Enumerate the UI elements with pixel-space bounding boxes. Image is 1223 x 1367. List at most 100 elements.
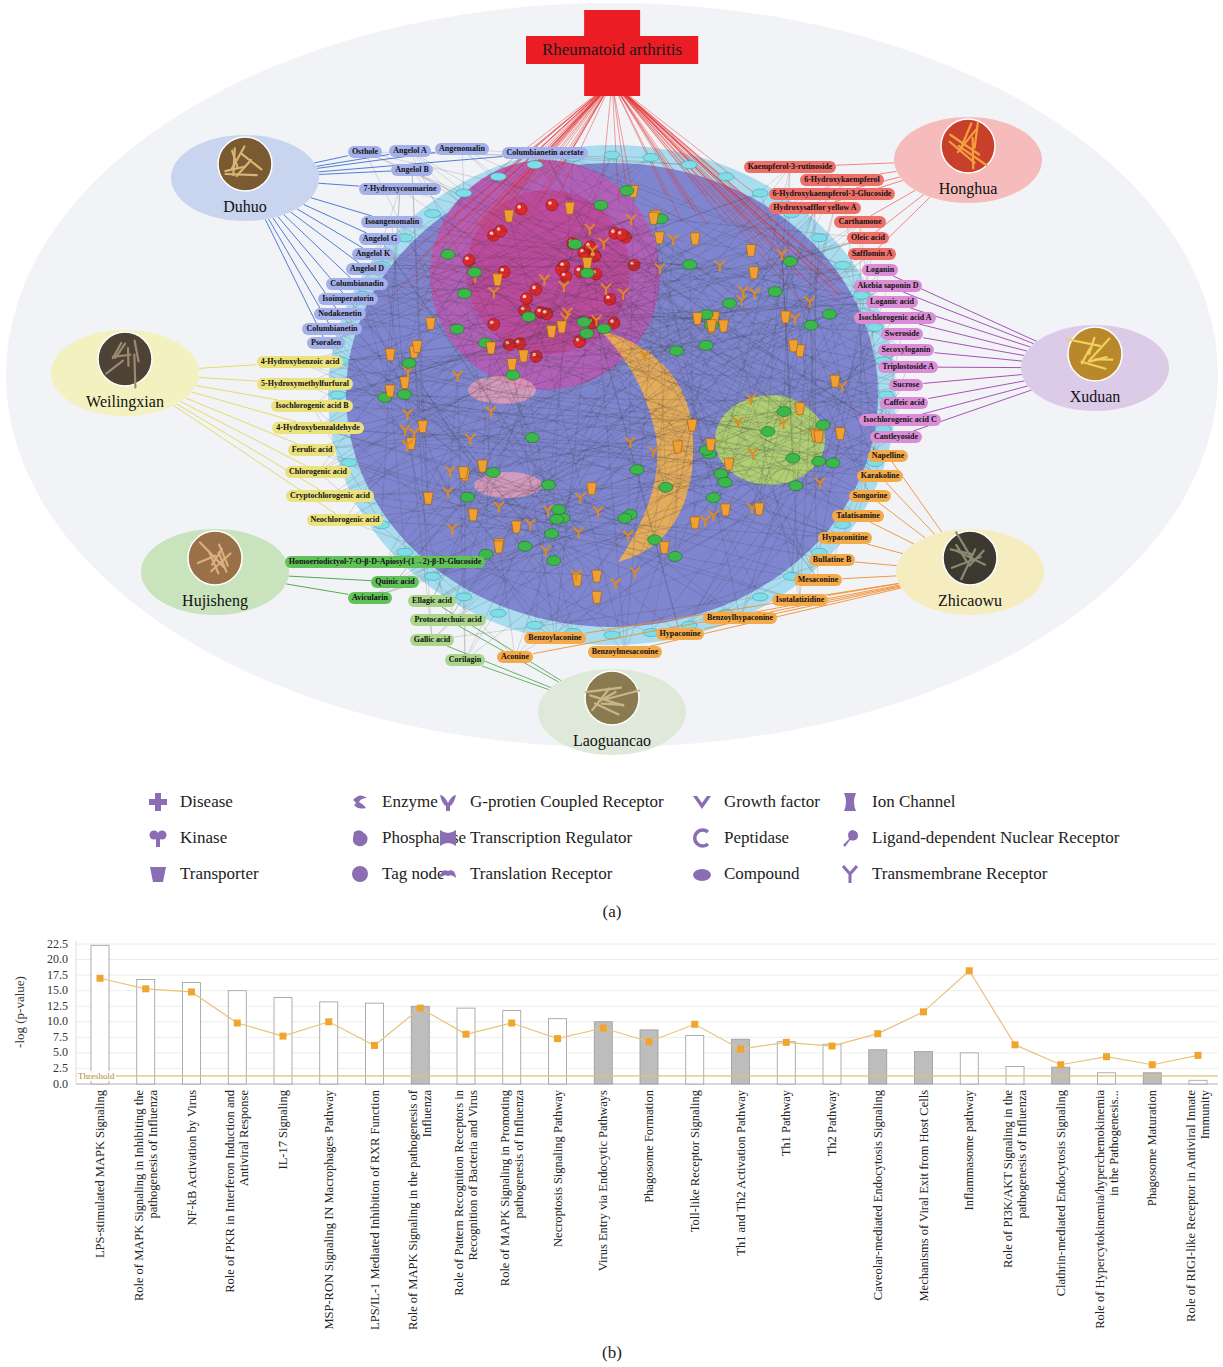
kinase-symbol: [655, 263, 665, 274]
interaction-line: [593, 250, 625, 652]
disease-name: Rheumatoid arthritis: [542, 40, 682, 60]
compound-name: Columbianetin acetate: [506, 148, 583, 158]
interaction-line: [470, 439, 729, 464]
axis-title: -log (p-value): [12, 976, 28, 1048]
interaction-line: [385, 397, 796, 485]
membrane-symbol: [456, 189, 472, 197]
kinase-symbol: [543, 505, 553, 516]
interaction-line: [392, 222, 593, 250]
subfigure-label-box: (b): [602, 1343, 622, 1363]
herb-name: Honghua: [939, 180, 998, 198]
herb-compound-link: [923, 375, 1022, 384]
herb-compound-link: [265, 219, 323, 337]
interaction-line: [448, 254, 532, 437]
highlight-dot: [523, 295, 527, 299]
compound-name: Isotalatizidine: [776, 595, 824, 605]
threshold-line: [76, 1075, 1218, 1076]
pathway-label: Role of RIGI-like Receptor in Antiviral …: [1184, 1090, 1212, 1330]
pathway-label: Role of MAPK Signaling in the pathogenes…: [406, 1090, 434, 1330]
pathway-label-box: Role of Hypercytokinemia/hyperchemokinem…: [1093, 1090, 1121, 1330]
compound-name: Angelol D: [350, 264, 384, 274]
axis-tick-box: 22.5: [47, 937, 68, 952]
disease-target-line: [475, 82, 612, 226]
pathway-label: Role of MAPK Signaling in Inhibiting the…: [132, 1090, 160, 1330]
interaction-line: [597, 320, 680, 634]
legend-text: Transcription Regulator: [470, 828, 632, 848]
receptor-symbol: [649, 212, 659, 224]
grid-line: [76, 1006, 1218, 1007]
interaction-line: [630, 327, 711, 515]
interaction-line: [300, 250, 751, 362]
enzyme-symbol: [547, 556, 561, 566]
enzyme-symbol: [580, 268, 594, 278]
pathway-label-box: NF-kB Activation by Virus: [185, 1090, 199, 1330]
receptor-symbol: [418, 421, 428, 433]
enzyme-symbol: [812, 456, 826, 466]
compound-node: Karakoline: [857, 470, 904, 482]
interaction-line: [370, 451, 653, 598]
compound-name: Osthole: [352, 147, 378, 157]
interaction-line: [800, 238, 819, 600]
legend-entry: Ligand-dependent Nuclear Receptor: [840, 828, 1119, 848]
receptor-symbol: [486, 342, 496, 354]
axis-tick: 20.0: [47, 952, 68, 967]
compound-node: Corilagin: [445, 654, 485, 666]
compound-node: Quinic acid: [371, 576, 418, 588]
interaction-line: [349, 463, 800, 600]
kinase-symbol: [588, 245, 598, 256]
kinase-symbol: [525, 519, 535, 530]
interaction-line: [493, 214, 791, 473]
legend-text: Disease: [180, 792, 233, 812]
interaction-line: [390, 214, 791, 355]
compound-name: Aconine: [501, 652, 529, 662]
ratio-marker: [417, 1005, 424, 1012]
herb-compound-link: [318, 183, 359, 186]
enzyme-symbol: [397, 389, 411, 399]
legend-text: Compound: [724, 864, 800, 884]
legend-entry: Kinase: [148, 828, 227, 848]
compound-name: Akebia saponin D: [858, 281, 919, 291]
illustration-part: [693, 796, 711, 809]
legend-text: G-protien Coupled Receptor: [470, 792, 664, 812]
receptor-symbol: [719, 320, 729, 332]
compound-node: Triplostoside A: [878, 361, 938, 373]
kinase-symbol: [575, 493, 585, 504]
receptor-symbol: [423, 492, 433, 504]
receptor-symbol: [385, 385, 395, 397]
gpcr-symbol: [440, 795, 456, 811]
membrane-symbol: [718, 173, 734, 181]
herb-node: Xuduan: [1020, 324, 1170, 412]
enzyme-symbol: [486, 467, 500, 477]
compound-node: Loganic acid: [866, 296, 918, 308]
receptor-symbol: [582, 257, 592, 269]
interaction-line: [651, 325, 711, 632]
compound-node: Isochlorogenic acid B: [271, 400, 352, 412]
interaction-line: [332, 192, 633, 329]
interaction-line: [380, 239, 593, 250]
enzyme-symbol: [450, 324, 464, 334]
herb-texture: [106, 361, 123, 374]
membrane-symbol: [456, 593, 472, 601]
compound-node: Ellagic acid: [408, 595, 456, 607]
kinase-symbol: [539, 275, 549, 286]
interaction-line: [554, 326, 712, 561]
compound-name: Napelline: [872, 451, 904, 461]
interaction-line: [340, 157, 651, 314]
compound-symbol: [693, 869, 711, 881]
enzyme-symbol: [816, 420, 830, 430]
compound-node: Hydroxysafflor yellow A: [769, 202, 860, 214]
membrane-symbol: [527, 161, 543, 169]
compound-node: Bullatine B: [809, 554, 855, 566]
axis-tick-box: 17.5: [47, 968, 68, 983]
kinase-symbol: [494, 502, 504, 513]
herb-texture: [975, 123, 978, 148]
compound-node: Loganin: [862, 264, 898, 276]
receptor-symbol: [426, 318, 436, 330]
interaction-line: [405, 239, 673, 552]
threshold-label-box: Threshold: [77, 1071, 116, 1081]
membrane-symbol: [867, 323, 883, 331]
herb-texture: [113, 355, 130, 357]
legend-symbol: [438, 792, 458, 812]
pathway-label-box: Phagosome Maturation: [1145, 1090, 1159, 1330]
herb-compound-link: [447, 646, 551, 688]
